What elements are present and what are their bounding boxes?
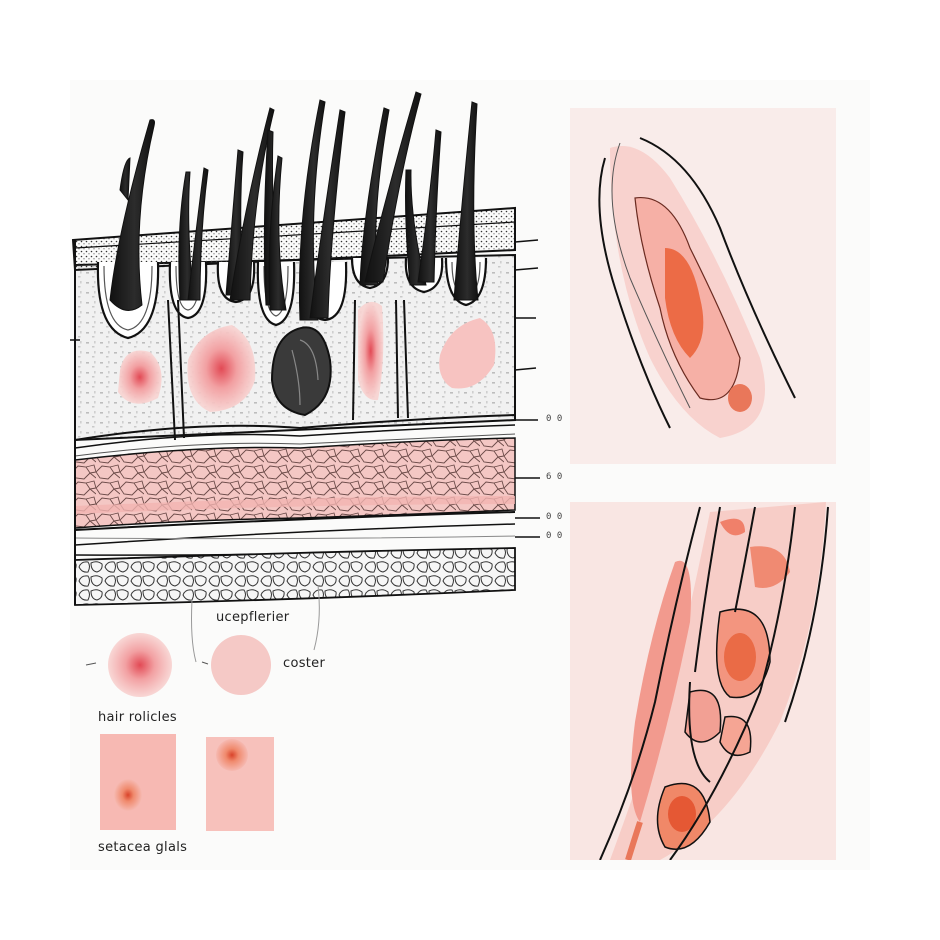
label-glands: setacea glals xyxy=(98,840,188,855)
tissue-panel-bottom xyxy=(570,502,836,860)
tick-label-3: 0 0 xyxy=(546,512,563,522)
sample-circle-right xyxy=(211,635,271,695)
tick-label-4: 0 0 xyxy=(546,531,563,541)
tick-label-2: 6 0 xyxy=(546,472,563,482)
tissue-panel-top xyxy=(570,108,836,464)
label-center: coster xyxy=(283,656,326,671)
label-hair: hair rolicles xyxy=(98,710,177,725)
tick-label-1: 0 0 xyxy=(546,414,563,424)
sample-square-left xyxy=(100,734,176,830)
sample-circle-left xyxy=(108,633,172,697)
label-upper: ucepflerier xyxy=(216,610,290,625)
